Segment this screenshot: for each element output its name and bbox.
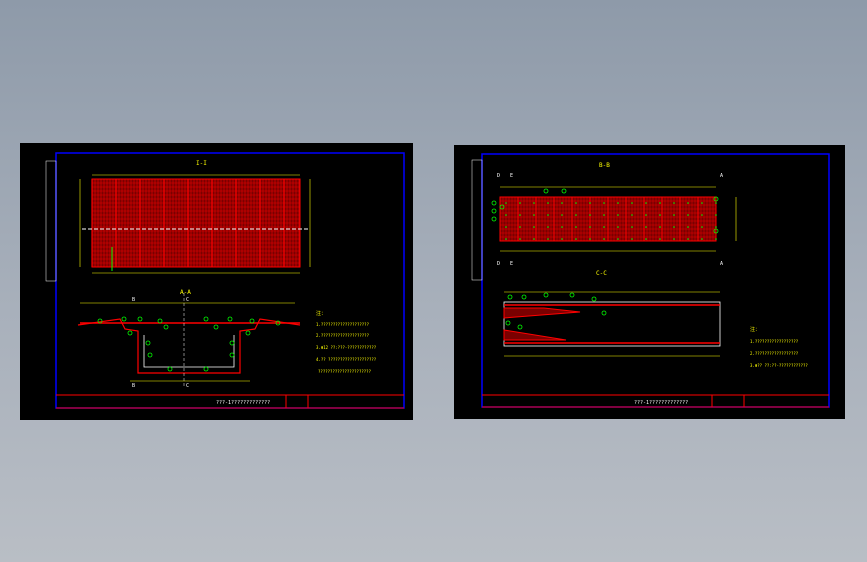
drawing-sheet-left[interactable]: I-I A-A B C B C 注： 1.???????????????????… <box>20 143 413 420</box>
corner-label-a-top: A <box>720 173 723 179</box>
right-frame-border <box>481 153 830 408</box>
drawing-sheet-right[interactable]: B-B D E D E A A C-C 注： 1.???????????????… <box>454 145 845 419</box>
section-label-b-bot: B <box>132 383 135 389</box>
corner-label-a-bot: A <box>720 261 723 267</box>
left-side-strip <box>45 160 57 282</box>
right-note-2: 2.?????????????????? <box>750 351 799 356</box>
left-note-5: ?????????????????????? <box>318 369 372 374</box>
left-plan-view <box>79 174 311 274</box>
left-note-4: 4.?? ???????????????????? <box>316 357 377 362</box>
section-label-c-bot: C <box>186 383 189 389</box>
right-note-1: 1.?????????????????? <box>750 339 799 344</box>
right-title-block: ???-1????????????? <box>634 400 688 406</box>
corner-label-e-bot: E <box>510 261 513 267</box>
left-title-block: ???-1????????????? <box>216 400 270 406</box>
right-notes-heading: 注： <box>750 326 760 333</box>
corner-label-d-bot: D <box>497 261 500 267</box>
section-label-c-top: C <box>186 297 189 303</box>
left-note-1: 1.???????????????????? <box>316 322 370 327</box>
right-note-3: 3.Φ?? ??:??-???????????? <box>750 363 808 368</box>
left-section-title: A-A <box>180 289 191 296</box>
section-label-b-top: B <box>132 297 135 303</box>
left-note-3: 3.Φ12 ??:???-???????????? <box>316 345 377 350</box>
left-note-2: 2.???????????????????? <box>316 333 370 338</box>
corner-label-e-top: E <box>510 173 513 179</box>
left-section-view <box>77 293 301 387</box>
corner-label-d-top: D <box>497 173 500 179</box>
right-section-title: C-C <box>596 270 607 277</box>
right-plan-title: B-B <box>599 162 610 169</box>
left-sheet-canvas: I-I A-A B C B C 注： 1.???????????????????… <box>45 152 405 409</box>
right-sheet-canvas: B-B D E D E A A C-C 注： 1.???????????????… <box>471 153 830 408</box>
right-section-view <box>503 291 721 357</box>
left-notes-heading: 注： <box>316 310 326 317</box>
right-side-strip <box>471 159 483 281</box>
right-plan-view <box>491 186 737 252</box>
left-plan-title: I-I <box>196 160 207 167</box>
